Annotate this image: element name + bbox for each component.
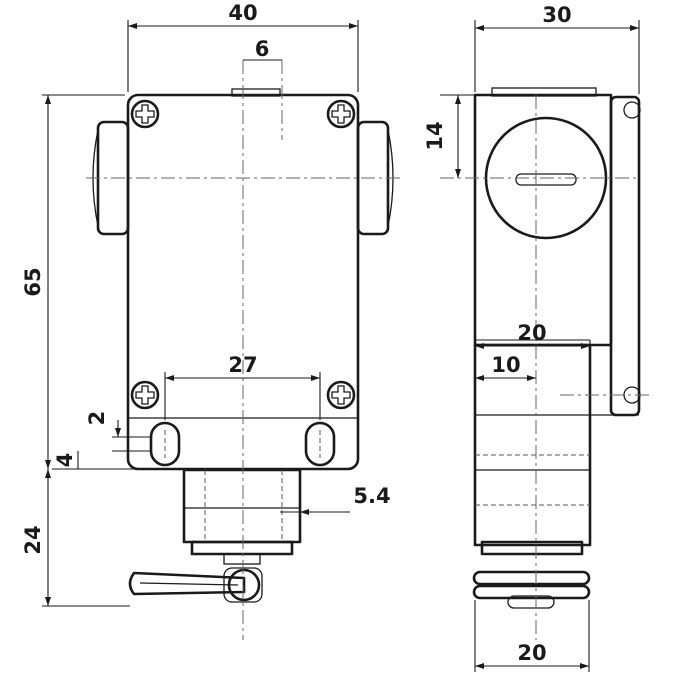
dim-offset-14: 14: [423, 94, 474, 178]
dim-label-40: 40: [228, 1, 257, 25]
side-screw-top-icon: [623, 101, 641, 119]
dim-label-20-upper: 20: [517, 321, 546, 345]
mounting-slot-right: [304, 421, 336, 467]
side-view: [440, 87, 650, 640]
dim-side-10: 10: [475, 353, 536, 381]
dim-label-24: 24: [21, 525, 45, 554]
front-nut: [190, 540, 294, 556]
front-actuator-housing: [182, 468, 302, 544]
front-top-boss: [231, 88, 281, 97]
dim-label-14: 14: [423, 121, 447, 150]
dim-nut-5-4: 5.4: [280, 478, 391, 520]
dim-label-6: 6: [255, 37, 270, 61]
dim-label-30: 30: [542, 3, 571, 27]
dim-label-10: 10: [491, 353, 520, 377]
screw-bottom-left-icon: [130, 380, 160, 410]
front-lever: [128, 567, 263, 603]
dim-height-total: 65: [21, 94, 125, 469]
dim-label-20-bottom: 20: [517, 641, 546, 665]
dim-label-5-4: 5.4: [353, 484, 390, 508]
dim-hole-spacing: 27: [164, 353, 321, 420]
screw-top-left-icon: [130, 99, 160, 129]
dim-side-20-upper: 20: [475, 321, 591, 352]
front-view: [86, 60, 400, 640]
side-nut: [480, 540, 584, 556]
dim-width-front: 40: [127, 1, 359, 92]
mounting-slot-left: [149, 421, 181, 467]
screw-bottom-right-icon: [326, 380, 356, 410]
dim-label-27: 27: [228, 353, 257, 377]
dim-label-4: 4: [53, 453, 77, 468]
side-lever: [472, 570, 591, 609]
dim-offset-top: 6: [243, 37, 282, 61]
dim-slot-4: 4: [52, 451, 150, 470]
dim-label-2: 2: [85, 411, 109, 426]
dim-label-65: 65: [21, 267, 45, 296]
side-cover: [609, 95, 641, 417]
screw-top-right-icon: [326, 99, 356, 129]
dim-width-side: 30: [474, 3, 640, 94]
dim-side-20-bottom: 20: [474, 600, 590, 672]
dim-slot-2: 2: [85, 411, 150, 452]
dim-bottom-24: 24: [21, 469, 130, 607]
